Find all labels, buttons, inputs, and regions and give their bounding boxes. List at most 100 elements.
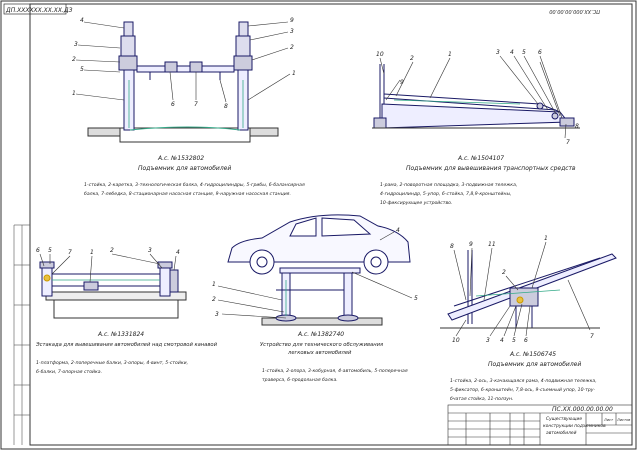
stamp-code: ДП.ХХХХХХ.ХХ.ХХ.ДЗ <box>5 7 73 14</box>
callout-number: 8 <box>450 243 454 250</box>
callout-number: 3 <box>486 337 490 344</box>
callout-number: 10 <box>376 51 384 58</box>
callout-number: 5 <box>48 247 52 254</box>
callout-number: 2 <box>212 296 216 303</box>
panel-5-drawing <box>440 250 617 329</box>
legend-line: траверса, 6-продольная балка. <box>262 377 338 383</box>
legend-line: балка, 7-лебедка, 8-стационарная насосна… <box>84 191 291 197</box>
callout-number: 1 <box>544 235 548 242</box>
callout-number: 1 <box>292 70 296 77</box>
callout-number: 3 <box>215 311 219 318</box>
callout-number: 2 <box>410 55 414 62</box>
legend-line: 1-стойка, 2-каретка, 3-технологическая б… <box>84 182 305 188</box>
frame-code-top: ПС.ХХ.000.00.00.00 <box>549 8 600 14</box>
callout-number: 1 <box>448 51 452 58</box>
patent-number: А.с. №1532802 <box>157 155 204 162</box>
title-block-name-line-2: конструкции подъемников <box>543 424 606 429</box>
panel-title: Подъемник для автомобилей <box>138 165 231 172</box>
callout-number: 3 <box>290 28 294 35</box>
legend-line: 5-фиксатор, 6-кронштейн, 7,8-ось, 9-съем… <box>450 387 595 393</box>
panel-1-leaders <box>75 21 291 103</box>
callout-number: 10 <box>452 337 460 344</box>
panel-4-caption: А.с. №1382740 Устройство для техническог… <box>260 331 408 383</box>
callout-number: 9 <box>469 241 473 248</box>
panel-5-callout-numbers: 8 9 11 1 2 3 4 5 6 7 10 <box>450 235 594 344</box>
callout-number: 5 <box>522 49 526 56</box>
panel-3-callout-numbers: 6 5 7 1 2 3 4 <box>36 247 180 256</box>
panel-4-leaders <box>217 231 413 319</box>
panel-4-callout-numbers: 1 2 3 4 5 <box>212 227 418 318</box>
callout-number: 7 <box>194 101 198 108</box>
legend-line: 4-гидроцилиндр, 5-упор, 6-стойка, 7,8,9-… <box>380 191 512 197</box>
callout-number: 8 <box>224 103 228 110</box>
panel-2-drawing <box>372 64 580 129</box>
title-block-sheets-label: Листов <box>616 418 630 422</box>
legend-line: 1-платформа, 2-поперечные балки, 3-опоры… <box>36 360 188 366</box>
callout-number: 1 <box>72 90 76 97</box>
patent-number: А.с. №1506745 <box>509 351 556 358</box>
callout-number: 7 <box>590 333 594 340</box>
legend-line: бчатая стойка, 11-ползун. <box>450 396 513 402</box>
callout-number: 11 <box>488 241 496 248</box>
callout-number: 2 <box>110 247 114 254</box>
callout-number: 1 <box>90 249 94 256</box>
callout-number: 2 <box>502 269 506 276</box>
patent-number: А.с. №1504107 <box>457 155 504 162</box>
callout-number: 6 <box>171 101 175 108</box>
callout-number: 9 <box>290 17 294 24</box>
panel-title: Подъемник для автомобилей <box>488 361 581 368</box>
panel-title: Эстакада для вывешивания автомобилей над… <box>35 342 218 348</box>
title-block-name-line-1: Существующие <box>546 416 582 422</box>
patent-number: А.с. №1382740 <box>297 331 344 338</box>
callout-number: 4 <box>176 249 180 256</box>
callout-number: 5 <box>512 337 516 344</box>
panel-3-leaders <box>39 253 177 283</box>
title-block-sheet-label: Лист <box>603 418 614 422</box>
callout-number: 4 <box>500 337 504 344</box>
callout-number: 8 <box>575 123 579 130</box>
patent-number: А.с. №1331824 <box>97 331 144 338</box>
callout-number: 3 <box>496 49 500 56</box>
panel-title: Устройство для технического обслуживания <box>260 342 383 348</box>
legend-line: 1-стойка, 2-опора, 3-кобурная, 4-автомоб… <box>262 368 408 374</box>
callout-number: 7 <box>68 249 72 256</box>
panel-5-caption: А.с. №1506745 Подъемник для автомобилей … <box>450 351 597 402</box>
callout-number: 3 <box>148 247 152 254</box>
stamp-box <box>3 3 67 15</box>
callout-number: 3 <box>74 41 78 48</box>
title-block-name-line-3: автомобилей <box>546 430 577 436</box>
callout-number: 7 <box>566 139 570 146</box>
panel-5-leaders <box>453 241 591 337</box>
panel-4-drawing <box>227 214 411 326</box>
callout-number: 9 <box>400 79 404 86</box>
car-body <box>227 214 411 263</box>
panel-3-caption: А.с. №1331824 Эстакада для вывешивания а… <box>35 331 218 375</box>
title-block <box>447 404 633 446</box>
panel-2-leaders <box>379 55 567 139</box>
callout-number: 4 <box>510 49 514 56</box>
panel-3-drawing <box>39 261 187 319</box>
panel-1-caption: А.с. №1532802 Подъемник для автомобилей … <box>84 155 305 197</box>
left-margin-strip <box>13 224 30 445</box>
legend-line: 1-рама, 2-поворотная площадка, 3-подвижн… <box>380 182 517 188</box>
panel-2-callout-numbers: 10 9 1 2 3 4 5 6 7 8 <box>376 49 579 146</box>
callout-number: 6 <box>538 49 542 56</box>
callout-number: 6 <box>36 247 40 254</box>
callout-number: 2 <box>72 56 76 63</box>
callout-number: 4 <box>80 17 84 24</box>
panel-1-drawing <box>87 21 279 143</box>
title-block-designation: ПС.ХХ.000.00.00.00 <box>552 406 613 413</box>
panel-title-line2: легковых автомобилей <box>287 350 352 356</box>
callout-number: 5 <box>414 295 418 302</box>
legend-line: 1-стойка, 2-ось, 3-качающаяся рама, 4-по… <box>450 378 597 384</box>
callout-number: 5 <box>80 66 84 73</box>
legend-line: 10-фиксирующее устройство. <box>380 200 452 206</box>
callout-number: 6 <box>524 337 528 344</box>
drawing-frame <box>29 3 633 446</box>
callout-number: 2 <box>290 44 294 51</box>
callout-number: 1 <box>212 281 216 288</box>
panel-title: Подъемник для вывешивания транспортных с… <box>406 165 576 172</box>
panel-2-caption: А.с. №1504107 Подъемник для вывешивания … <box>380 155 576 206</box>
legend-line: 6-балки, 7-опорная стойка. <box>36 369 102 375</box>
